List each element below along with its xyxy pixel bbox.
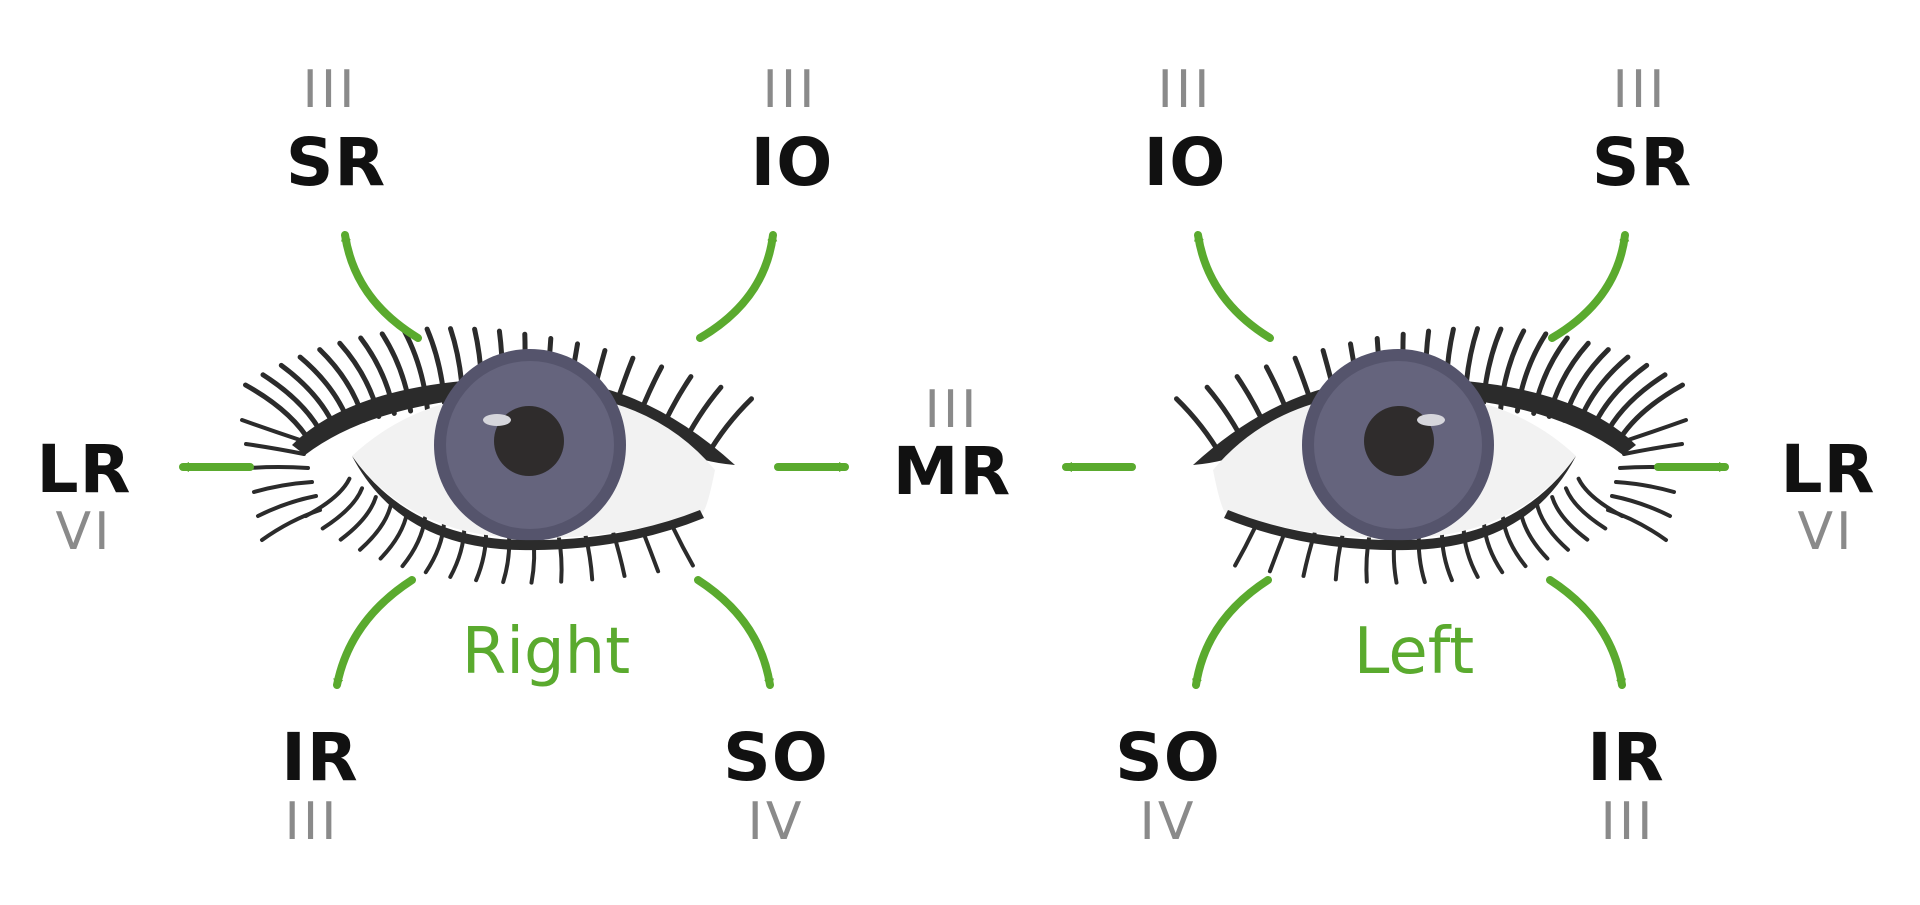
right-so-nerve: IV bbox=[747, 792, 805, 852]
arrow-right-ir bbox=[333, 576, 416, 689]
right-eye-illustration bbox=[240, 326, 754, 585]
left-eye-lower-lash bbox=[1364, 532, 1372, 584]
right-eye-lower-lash bbox=[320, 486, 364, 531]
left-eye-highlight bbox=[1417, 414, 1445, 426]
right-eye-label: Right bbox=[461, 615, 631, 689]
right-io-nerve: III bbox=[762, 60, 818, 120]
right-eye-pupil bbox=[494, 406, 564, 476]
left-eye-lower-lash bbox=[1564, 486, 1608, 531]
left-so-muscle: SO bbox=[1115, 719, 1221, 796]
arrow-right-io bbox=[696, 231, 778, 342]
arrow-left-so bbox=[1191, 576, 1272, 689]
arrow-right-so bbox=[694, 576, 775, 689]
left-sr-muscle: SR bbox=[1591, 124, 1693, 201]
arrow-left-ir bbox=[1546, 576, 1627, 689]
right-eye-arrows bbox=[179, 231, 849, 689]
arrow-left-io bbox=[1193, 231, 1274, 342]
right-eye-lower-lash bbox=[358, 502, 393, 552]
right-eye-lower-lash bbox=[338, 495, 378, 542]
right-eye-corner-lash bbox=[260, 508, 322, 542]
right-lr-nerve: VI bbox=[55, 502, 113, 562]
left-eye-corner-lash bbox=[1610, 494, 1672, 518]
right-eye-corner-lash bbox=[244, 442, 306, 456]
right-eye-lower-lash bbox=[671, 526, 695, 568]
right-so-muscle: SO bbox=[723, 719, 829, 796]
left-lr-nerve: VI bbox=[1797, 502, 1855, 562]
right-eye-corner-lash bbox=[240, 418, 302, 442]
left-eye-lower-lash bbox=[1535, 502, 1570, 552]
right-eye-lower-lash bbox=[556, 532, 564, 584]
right-eye-corner-lash bbox=[256, 494, 318, 518]
left-eye-lower-lash bbox=[1550, 495, 1590, 542]
left-eye-arrows bbox=[1062, 231, 1729, 689]
left-eye-lower-lash bbox=[1461, 525, 1480, 579]
right-ir-muscle: IR bbox=[281, 719, 359, 796]
left-eye-corner-lash bbox=[1614, 480, 1676, 494]
left-io-nerve: III bbox=[1157, 60, 1213, 120]
left-eye-lower-lid bbox=[1224, 456, 1576, 551]
left-so-nerve: IV bbox=[1139, 792, 1197, 852]
left-eye-lower-lash bbox=[1233, 526, 1257, 568]
right-lr-muscle: LR bbox=[36, 431, 132, 508]
left-ir-nerve: III bbox=[1600, 792, 1656, 852]
left-ir-muscle: IR bbox=[1587, 719, 1665, 796]
right-eye-upper-lid bbox=[292, 378, 735, 465]
left-eye-label: Left bbox=[1353, 615, 1475, 689]
left-eye-lower-lash bbox=[1267, 529, 1288, 574]
left-eye-corner-lash bbox=[1606, 508, 1668, 542]
right-sr-nerve: III bbox=[302, 60, 358, 120]
left-eye-corner-lash bbox=[1622, 442, 1684, 456]
arrow-right-sr bbox=[340, 231, 422, 342]
right-io-muscle: IO bbox=[750, 124, 834, 201]
arrow-left-sr bbox=[1548, 231, 1630, 342]
right-eye-corner-lash bbox=[248, 465, 310, 470]
right-sr-muscle: SR bbox=[285, 124, 387, 201]
left-eye-corner-lash bbox=[1626, 418, 1688, 442]
left-lr-muscle: LR bbox=[1780, 431, 1876, 508]
left-sr-nerve: III bbox=[1612, 60, 1668, 120]
left-eye-pupil bbox=[1364, 406, 1434, 476]
left-eye-illustration bbox=[1174, 326, 1688, 585]
left-io-muscle: IO bbox=[1143, 124, 1227, 201]
mr-muscle: MR bbox=[892, 433, 1012, 510]
right-eye-lower-lid bbox=[352, 456, 704, 551]
left-eye-upper-lid bbox=[1193, 378, 1636, 465]
right-eye-highlight bbox=[483, 414, 511, 426]
right-ir-nerve: III bbox=[284, 792, 340, 852]
right-eye-lower-lash bbox=[640, 529, 661, 574]
right-eye-lower-lash bbox=[448, 525, 467, 579]
mr-nerve: III bbox=[924, 380, 980, 440]
right-eye-corner-lash bbox=[252, 480, 314, 494]
